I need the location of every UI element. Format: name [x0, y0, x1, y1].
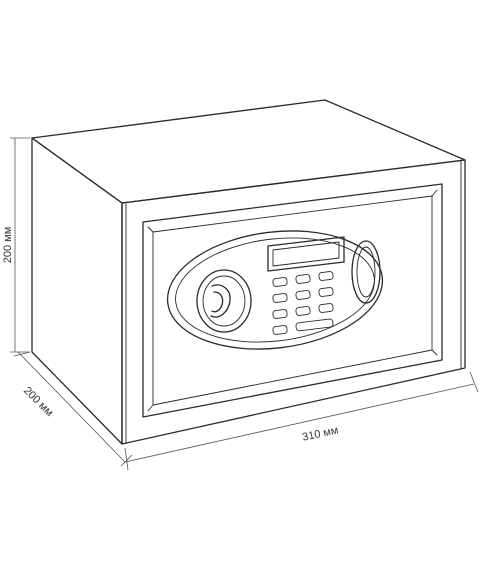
keypad-key[interactable] — [272, 293, 288, 303]
height-dimension-label: 200 мм — [2, 227, 14, 264]
keypad-key[interactable] — [295, 290, 311, 300]
door-outer-frame — [142, 183, 443, 418]
right-oval-inner — [356, 246, 376, 298]
depth-dimension: 200 мм — [13, 351, 133, 467]
width-dimension-label: 310 мм — [301, 424, 339, 443]
handle-knob-outer — [196, 269, 252, 333]
keypad-key[interactable] — [295, 306, 311, 316]
safe-side-face — [31, 137, 123, 445]
keypad-key-wide[interactable] — [295, 318, 334, 332]
keypad-key[interactable] — [318, 271, 334, 281]
panel-outer-ring — [166, 230, 384, 350]
control-panel — [166, 230, 384, 350]
handle-knob-inner — [202, 275, 246, 327]
keypad-key[interactable] — [272, 309, 288, 319]
keypad-key[interactable] — [272, 325, 288, 335]
depth-dimension-label: 200 мм — [21, 385, 55, 419]
lcd-frame — [267, 236, 345, 272]
door-inner-frame — [152, 195, 433, 406]
height-dimension: 200 мм — [2, 137, 30, 353]
lcd-display — [267, 236, 345, 272]
keypad — [272, 271, 334, 335]
right-oval-ornament — [351, 240, 381, 304]
panel-inner-ring — [175, 237, 375, 343]
safe-door — [142, 183, 443, 418]
keypad-key[interactable] — [272, 277, 288, 287]
keypad-key[interactable] — [295, 274, 311, 284]
keypad-key[interactable] — [318, 303, 334, 313]
lcd-screen — [272, 241, 340, 267]
keypad-key[interactable] — [318, 287, 334, 297]
handle-lever — [210, 284, 231, 318]
safe-body — [31, 99, 466, 445]
right-oval-outer — [351, 240, 381, 304]
safe-front-face — [121, 159, 466, 445]
handle-knob[interactable] — [196, 269, 252, 333]
